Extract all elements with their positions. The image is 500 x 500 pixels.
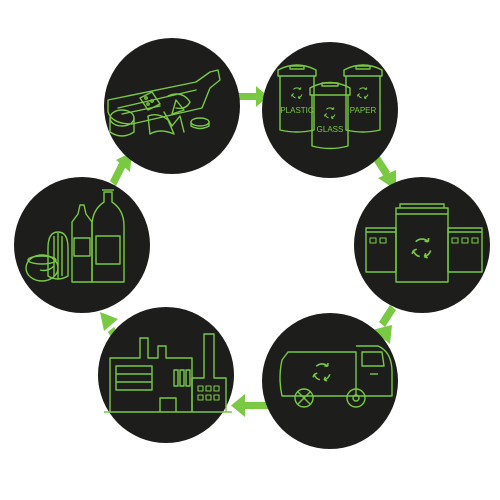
stage-new-products: [14, 177, 150, 313]
bin-label-paper: PAPER: [350, 106, 377, 115]
bin-label-glass: GLASS: [317, 125, 344, 134]
stage-waste: [104, 38, 240, 174]
bin-plastic: [277, 64, 317, 133]
recycling-plant-icon: [365, 203, 483, 283]
waste-pile-icon: [107, 69, 221, 137]
stage-sorting-bins: PLASTIC GLASS PAPER: [262, 42, 398, 178]
cycle-arrows: [100, 86, 396, 417]
recycling-truck-icon: [279, 345, 393, 408]
bin-paper: [343, 64, 383, 133]
new-products-icon: [25, 189, 125, 283]
stage-factory: [98, 307, 234, 443]
arrow-waste-to-bins: [238, 86, 268, 107]
stage-transport: [262, 313, 398, 449]
bin-glass: [309, 81, 351, 150]
recycling-bins-icon: [277, 64, 383, 150]
stage-recycling-plant: [354, 177, 490, 313]
arrow-truck-to-factory: [231, 394, 270, 417]
factory-icon: [104, 333, 232, 413]
arrow-plant-to-truck: [372, 305, 396, 344]
bin-label-plastic: PLASTIC: [280, 106, 314, 115]
